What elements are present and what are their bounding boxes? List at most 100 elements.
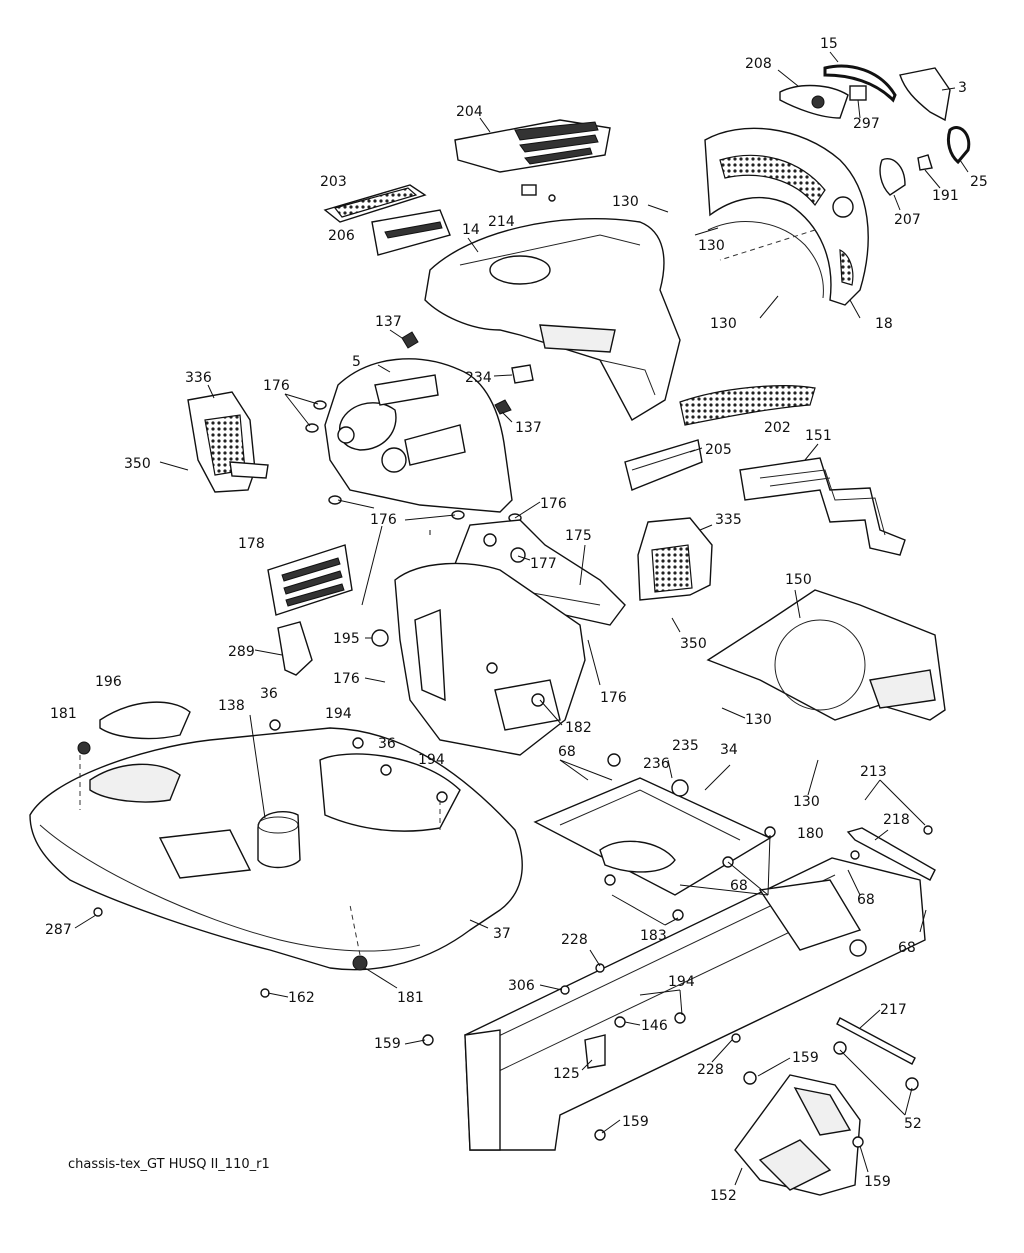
callout-52: 52 bbox=[904, 1116, 922, 1132]
callout-214: 214 bbox=[488, 214, 515, 230]
callout-178: 178 bbox=[238, 536, 265, 552]
callout-175: 175 bbox=[565, 528, 592, 544]
callout-176-e: 176 bbox=[600, 690, 627, 706]
front-grille-part-18 bbox=[704, 127, 869, 306]
callout-68-c: 68 bbox=[857, 892, 875, 908]
plate-part-34 bbox=[533, 753, 772, 896]
callout-137-b: 137 bbox=[515, 420, 542, 436]
callout-5: 5 bbox=[352, 354, 361, 370]
plug-part-195 bbox=[371, 629, 389, 647]
callout-68-b: 68 bbox=[730, 878, 748, 894]
callout-14: 14 bbox=[462, 222, 480, 238]
hood-top-part-204 bbox=[454, 119, 611, 173]
fender-parts-196-181 bbox=[77, 701, 368, 971]
callout-151: 151 bbox=[805, 428, 832, 444]
callout-125: 125 bbox=[553, 1066, 580, 1082]
callout-176-d: 176 bbox=[333, 671, 360, 687]
callout-68-d: 68 bbox=[898, 940, 916, 956]
leader-lines bbox=[74, 51, 969, 1186]
callout-202: 202 bbox=[764, 420, 791, 436]
footrest-part-152 bbox=[734, 1074, 861, 1196]
callout-181-b: 181 bbox=[397, 990, 424, 1006]
callout-137-a: 137 bbox=[375, 314, 402, 330]
callout-208: 208 bbox=[745, 56, 772, 72]
callout-36-b: 36 bbox=[378, 736, 396, 752]
callout-180: 180 bbox=[797, 826, 824, 842]
callout-176-a: 176 bbox=[263, 378, 290, 394]
callout-289: 289 bbox=[228, 644, 255, 660]
callout-205: 205 bbox=[705, 442, 732, 458]
callout-195: 195 bbox=[333, 631, 360, 647]
callout-191: 191 bbox=[932, 188, 959, 204]
callout-176-c: 176 bbox=[370, 512, 397, 528]
headlight-parts bbox=[779, 64, 971, 196]
callout-287: 287 bbox=[45, 922, 72, 938]
side-vent-part-206 bbox=[371, 209, 451, 256]
dash-panel-part-5 bbox=[324, 358, 513, 513]
callout-177: 177 bbox=[530, 556, 557, 572]
part-289 bbox=[277, 621, 313, 676]
callout-213: 213 bbox=[860, 764, 887, 780]
callout-236: 236 bbox=[643, 756, 670, 772]
callout-159-a: 159 bbox=[374, 1036, 401, 1052]
callout-297: 297 bbox=[853, 116, 880, 132]
callout-350-a: 350 bbox=[124, 456, 151, 472]
callout-36-a: 36 bbox=[260, 686, 278, 702]
callout-130-b: 130 bbox=[698, 238, 725, 254]
floor-pan-part-150 bbox=[706, 589, 946, 721]
callout-181-a: 181 bbox=[50, 706, 77, 722]
callout-176-b: 176 bbox=[540, 496, 567, 512]
callout-336: 336 bbox=[185, 370, 212, 386]
callout-228-b: 228 bbox=[697, 1062, 724, 1078]
side-panel-part-335 bbox=[637, 517, 713, 601]
callout-146: 146 bbox=[641, 1018, 668, 1034]
callout-18: 18 bbox=[875, 316, 893, 332]
callout-306: 306 bbox=[508, 978, 535, 994]
bolts-part-176-top bbox=[305, 400, 522, 523]
side-vent-part-203 bbox=[323, 184, 427, 223]
callout-159-d: 159 bbox=[864, 1174, 891, 1190]
callout-235: 235 bbox=[672, 738, 699, 754]
side-panel-part-336 bbox=[187, 391, 269, 493]
callout-150: 150 bbox=[785, 572, 812, 588]
bolts-part-36-194 bbox=[269, 719, 448, 803]
callout-3: 3 bbox=[958, 80, 967, 96]
callout-130-d: 130 bbox=[745, 712, 772, 728]
callout-159-c: 159 bbox=[622, 1114, 649, 1130]
callout-194-c: 194 bbox=[668, 974, 695, 990]
callout-25: 25 bbox=[970, 174, 988, 190]
callout-196: 196 bbox=[95, 674, 122, 690]
callout-152: 152 bbox=[710, 1188, 737, 1204]
callout-228-a: 228 bbox=[561, 932, 588, 948]
frame-part-180 bbox=[464, 857, 926, 1151]
clip-part-214 bbox=[521, 184, 556, 202]
callout-183: 183 bbox=[640, 928, 667, 944]
callout-218: 218 bbox=[883, 812, 910, 828]
callout-138: 138 bbox=[218, 698, 245, 714]
callout-335: 335 bbox=[715, 512, 742, 528]
callout-159-b: 159 bbox=[792, 1050, 819, 1066]
callout-194-a: 194 bbox=[325, 706, 352, 722]
vent-part-178 bbox=[267, 544, 353, 616]
clip-parts-137 bbox=[401, 331, 512, 415]
callout-207: 207 bbox=[894, 212, 921, 228]
foam-part-234 bbox=[511, 364, 534, 384]
bracket-part-151 bbox=[739, 457, 906, 556]
callout-162: 162 bbox=[288, 990, 315, 1006]
callout-130-e: 130 bbox=[793, 794, 820, 810]
callout-labels: 15 208 3 297 204 25 191 207 130 203 214 … bbox=[45, 36, 988, 1204]
callout-68-a: 68 bbox=[558, 744, 576, 760]
callout-37: 37 bbox=[493, 926, 511, 942]
callout-15: 15 bbox=[820, 36, 838, 52]
rod-part-217 bbox=[833, 1017, 919, 1091]
callout-34: 34 bbox=[720, 742, 738, 758]
drawing-caption: chassis-tex_GT HUSQ II_110_r1 bbox=[68, 1157, 270, 1172]
callout-130-c: 130 bbox=[710, 316, 737, 332]
lower-dash-part-182 bbox=[394, 562, 586, 756]
callout-182: 182 bbox=[565, 720, 592, 736]
seat-pan-part-37 bbox=[29, 727, 523, 971]
callout-204: 204 bbox=[456, 104, 483, 120]
callout-217: 217 bbox=[880, 1002, 907, 1018]
